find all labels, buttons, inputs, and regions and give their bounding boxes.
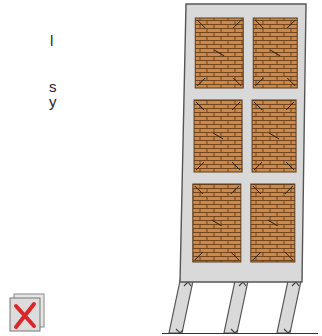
column — [169, 276, 194, 333]
text-fragment: l — [50, 33, 53, 48]
crack-line — [287, 20, 295, 28]
icon-box — [10, 298, 40, 331]
brick-panel — [194, 100, 242, 172]
columns — [169, 276, 302, 333]
crack-line — [268, 220, 278, 226]
crack-line — [231, 186, 239, 194]
crack-line — [285, 252, 293, 260]
brick-panel — [193, 184, 241, 262]
crack-line — [196, 102, 204, 110]
crack-line — [254, 162, 262, 170]
hinge-mark — [284, 282, 299, 333]
column — [224, 276, 249, 333]
crack-line — [197, 78, 205, 86]
ground-line — [162, 333, 318, 334]
text-fragment: s — [49, 79, 57, 94]
hinge-mark — [231, 282, 246, 333]
crack-line — [253, 186, 261, 194]
crack-line — [255, 20, 263, 28]
crack-line — [253, 252, 261, 260]
brick-panel — [195, 18, 243, 88]
crack-line — [254, 102, 262, 110]
crack-line — [195, 252, 203, 260]
crack-line — [287, 78, 295, 86]
crack-line — [232, 162, 240, 170]
crack-line — [286, 102, 294, 110]
building-frame — [180, 4, 306, 282]
crack-line — [270, 50, 280, 56]
crack-line — [197, 20, 205, 28]
crack-line — [213, 133, 223, 139]
crack-line — [214, 50, 224, 56]
crack-line — [255, 78, 263, 86]
column — [277, 276, 302, 333]
crack-line — [285, 186, 293, 194]
crack-line — [233, 20, 241, 28]
crack-line — [212, 220, 222, 226]
brick-panel — [253, 18, 297, 88]
hinge-mark — [176, 282, 191, 333]
crack-line — [286, 162, 294, 170]
crack-line — [231, 252, 239, 260]
text-fragment: y — [49, 94, 57, 109]
wrong-icon — [10, 294, 44, 331]
crack-line — [233, 78, 241, 86]
brick-infill — [193, 18, 297, 262]
crack-line — [269, 133, 279, 139]
brick-panel — [251, 184, 295, 262]
red-cross — [16, 304, 34, 327]
crack-line — [196, 162, 204, 170]
brick-panel — [252, 100, 296, 172]
crack-line — [195, 186, 203, 194]
crack-line — [232, 102, 240, 110]
hinge-marks — [176, 282, 299, 333]
